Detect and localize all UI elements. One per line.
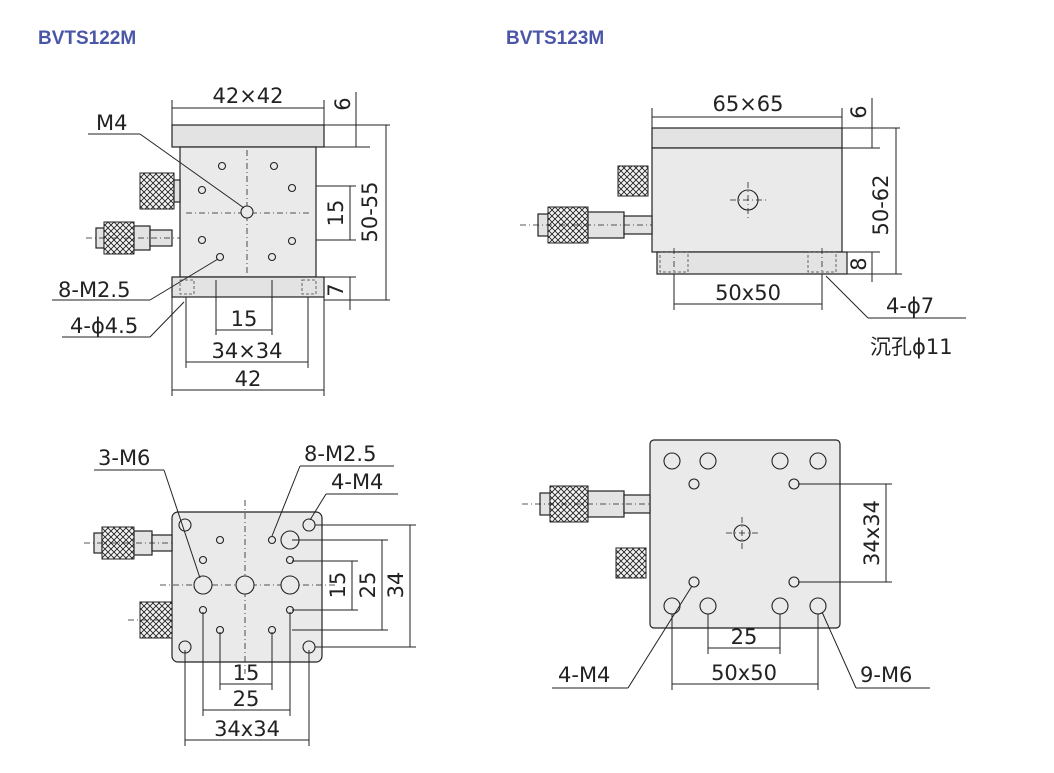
left-top-label-m25: 8-M2.5 xyxy=(304,442,376,466)
left-side-view: 42×42 6 50-55 15 7 M4 8-M2.5 4-ϕ4.5 xyxy=(52,84,390,396)
left-knob-upper xyxy=(139,172,175,210)
left-top-dim-v34: 34 xyxy=(384,572,408,599)
right-knob xyxy=(617,165,649,197)
right-dim-pitch: 50x50 xyxy=(715,281,781,305)
left-dim-base-width: 42 xyxy=(235,367,262,391)
right-top-label-m6: 9-M6 xyxy=(860,663,912,687)
left-dim-top-width: 42×42 xyxy=(212,84,283,108)
right-label-holes: 4-ϕ7 xyxy=(886,294,934,318)
left-top-dim-h34: 34x34 xyxy=(214,717,280,741)
left-dim-pitch: 34×34 xyxy=(211,339,282,363)
left-top-label-m6: 3-M6 xyxy=(98,446,150,470)
right-dim-base-thickness: 8 xyxy=(847,257,871,270)
left-top-micrometer xyxy=(84,526,173,560)
left-top-holes xyxy=(178,518,316,654)
right-dim-top-thickness: 6 xyxy=(847,105,871,118)
left-dim-top-thickness: 6 xyxy=(331,97,355,110)
left-top-dim-h25: 25 xyxy=(233,687,260,711)
right-base xyxy=(656,251,848,275)
right-dim-height: 50-62 xyxy=(869,174,893,235)
left-label-m4: M4 xyxy=(96,111,127,135)
right-top-dim-h50: 50x50 xyxy=(711,661,777,685)
left-top-label-m4: 4-M4 xyxy=(331,470,383,494)
left-label-mount-holes: 4-ϕ4.5 xyxy=(70,314,138,338)
left-top-dim-v25: 25 xyxy=(356,572,380,599)
right-side-view: 65×65 6 50-62 8 50x50 4-ϕ7 沉孔ϕ11 xyxy=(520,92,966,359)
left-dim-height: 50-55 xyxy=(358,181,382,242)
left-micrometer xyxy=(86,221,180,255)
left-dim-inner-spacing: 15 xyxy=(231,307,258,331)
left-side-holes xyxy=(197,161,297,262)
left-top-plate xyxy=(171,124,325,148)
right-dim-top-width: 65×65 xyxy=(712,92,783,116)
left-top-dim-v15: 15 xyxy=(326,572,350,599)
right-top-micrometer xyxy=(522,485,651,523)
right-label-counterbore: 沉孔ϕ11 xyxy=(870,335,953,359)
right-top-label-m4: 4-M4 xyxy=(558,663,610,687)
right-top-view: 34x34 25 50x50 4-M4 9-M6 xyxy=(522,439,930,690)
right-top-plate xyxy=(651,127,843,149)
left-dim-base-thickness: 7 xyxy=(324,283,348,296)
left-label-m25: 8-M2.5 xyxy=(58,278,130,302)
left-base xyxy=(171,276,325,298)
right-top-dim-v34: 34x34 xyxy=(860,500,884,566)
model-title-left: BVTS122M xyxy=(38,28,137,49)
left-dim-hole-spacing: 15 xyxy=(324,200,348,227)
left-top-view: 3-M6 8-M2.5 4-M4 15 25 34 15 25 34x34 xyxy=(84,442,416,746)
left-top-dim-h15: 15 xyxy=(233,661,260,685)
model-title-right: BVTS123M xyxy=(506,28,605,49)
right-top-knob xyxy=(615,547,647,579)
right-top-dim-h25: 25 xyxy=(731,625,758,649)
right-micrometer xyxy=(520,206,653,244)
